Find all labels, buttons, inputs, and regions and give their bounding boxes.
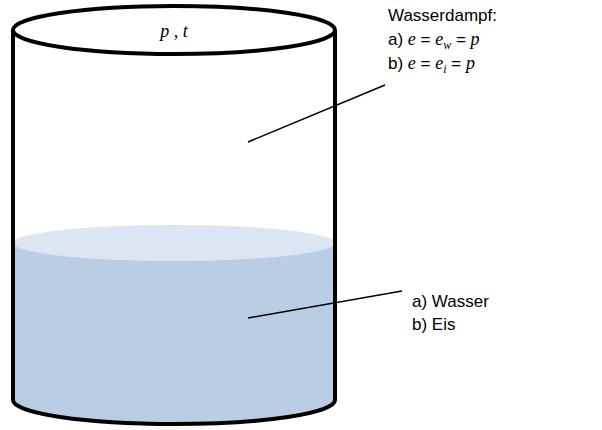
callout-heading: Wasserdampf: bbox=[388, 4, 497, 27]
vessel-wall bbox=[13, 30, 335, 424]
text-run: i bbox=[443, 62, 446, 76]
text-run: p bbox=[466, 53, 475, 73]
text-run: a) bbox=[388, 30, 408, 49]
text-run: e bbox=[408, 29, 416, 49]
text-run: e bbox=[435, 53, 443, 73]
leader-line bbox=[248, 291, 402, 318]
text-run: = bbox=[447, 54, 466, 73]
text-run: a) Wasser bbox=[412, 292, 489, 311]
callout-text: a) Wasser bbox=[412, 290, 489, 313]
text-run: e bbox=[435, 29, 443, 49]
text-run: b) bbox=[388, 54, 408, 73]
text-run: b) Eis bbox=[412, 315, 455, 334]
text-run: p , t bbox=[160, 21, 188, 41]
text-run: = bbox=[416, 30, 435, 49]
text-run: = bbox=[451, 30, 470, 49]
callout-text: b) Eis bbox=[412, 313, 455, 336]
text-run: Wasserdampf: bbox=[388, 6, 497, 25]
callout-formula: b) e = ei = p bbox=[388, 52, 475, 81]
liquid-surface bbox=[13, 225, 335, 261]
text-run: = bbox=[416, 54, 435, 73]
text-run: e bbox=[408, 53, 416, 73]
callout-formula: a) e = ew = p bbox=[388, 28, 480, 57]
leader-line bbox=[248, 85, 385, 142]
vessel-rim bbox=[13, 6, 335, 54]
text-run: p bbox=[471, 29, 480, 49]
liquid-body bbox=[13, 243, 335, 424]
state-variables: p , t bbox=[160, 20, 188, 43]
text-run: w bbox=[443, 38, 451, 52]
